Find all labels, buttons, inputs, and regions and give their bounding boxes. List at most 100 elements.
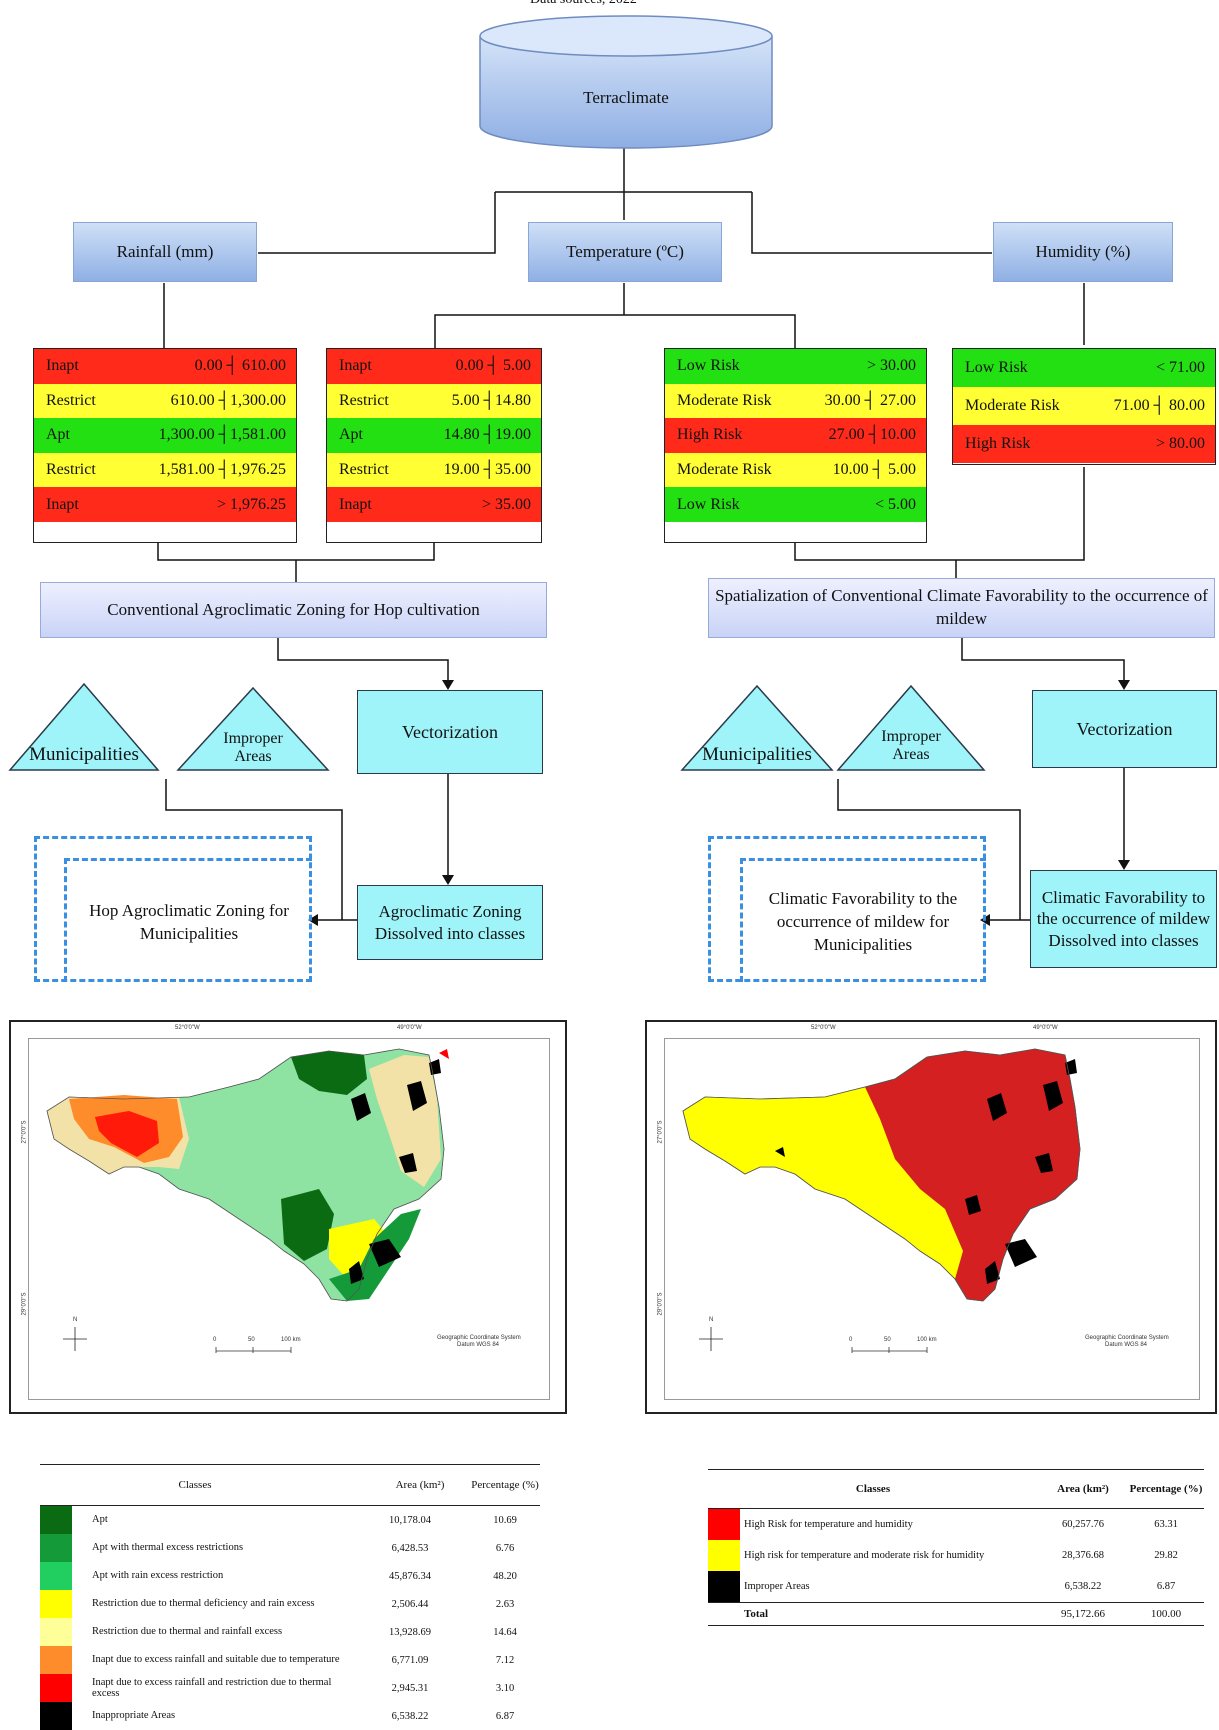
- right-map-crs1: Geographic Coordinate System: [1085, 1335, 1169, 1341]
- legend-pct: 6.87: [495, 1710, 515, 1722]
- class-row: Low Risk < 5.00: [665, 487, 926, 522]
- left-legend-h-classes: Classes: [178, 1479, 212, 1491]
- legend-swatch: [40, 1590, 72, 1618]
- class-label: Low Risk: [677, 357, 740, 375]
- class-range: 1,300.00 ┤1,581.00: [158, 426, 286, 444]
- legend-swatch: [40, 1702, 72, 1730]
- class-label: Inapt: [339, 495, 372, 513]
- legend-label: High risk for temperature and moderate r…: [744, 1549, 985, 1561]
- class-row: Inapt> 1,976.25: [34, 487, 296, 522]
- left-legend-h-pct: Percentage (%): [471, 1479, 539, 1491]
- left-map-frame: 52°0'0"W 49°0'0"W 27°0'0"S 29°0'0"S N 0 …: [9, 1020, 567, 1414]
- legend-row: Restriction due to thermal and rainfall …: [40, 1618, 540, 1646]
- legend-swatch: [40, 1562, 72, 1590]
- right-result-outer-dash: [708, 836, 986, 982]
- class-label: Restrict: [46, 391, 96, 409]
- legend-swatch: [40, 1674, 72, 1702]
- legend-area: 2,506.44: [391, 1598, 429, 1610]
- right-legend-total-area: 95,172.66: [1061, 1608, 1105, 1620]
- right-scale-50: 50: [884, 1337, 891, 1343]
- legend-pct: 3.10: [495, 1682, 515, 1694]
- legend-pct: 2.63: [495, 1598, 515, 1610]
- legend-pct: 10.69: [493, 1514, 517, 1526]
- legend-area: 28,376.68: [1062, 1550, 1104, 1561]
- right-improper-triangle: [836, 684, 986, 771]
- legend-row: Inapt due to excess rainfall and suitabl…: [40, 1646, 540, 1674]
- right-risk-map: [682, 1048, 1081, 1353]
- left-dissolved-box: Agroclimatic Zoning Dissolved into class…: [357, 885, 543, 960]
- class-range: > 30.00: [866, 357, 916, 375]
- left-municipalities-label: Municipalities: [29, 744, 139, 765]
- right-legend-total-label: Total: [744, 1608, 769, 1620]
- legend-label: Apt with rain excess restriction: [92, 1570, 224, 1582]
- right-map-north: N: [709, 1317, 714, 1323]
- right-legend-h-classes: Classes: [855, 1483, 891, 1495]
- right-improper-label: Improper Areas: [881, 728, 941, 763]
- class-range: 30.00 ┤ 27.00: [824, 391, 916, 409]
- legend-swatch: [40, 1646, 72, 1674]
- legend-label: Apt: [92, 1514, 108, 1526]
- legend-pct: 6.87: [1156, 1581, 1176, 1592]
- class-label: Low Risk: [677, 495, 740, 513]
- class-label: High Risk: [965, 435, 1031, 452]
- class-label: Restrict: [46, 461, 96, 479]
- right-legend-table: Classes Area (km²) Percentage (%) High R…: [708, 1469, 1204, 1626]
- legend-pct: 48.20: [493, 1570, 517, 1582]
- left-scale-0: 0: [213, 1337, 217, 1343]
- left-improper-label: Improper Areas: [223, 730, 283, 765]
- legend-area: 6,538.22: [1064, 1581, 1102, 1592]
- class-label: Inapt: [339, 357, 372, 375]
- class-range: 610.00 ┤1,300.00: [170, 391, 286, 409]
- legend-pct: 14.64: [493, 1626, 517, 1638]
- left-zoning-box: Conventional Agroclimatic Zoning for Hop…: [40, 582, 547, 638]
- right-scale-0: 0: [849, 1337, 853, 1343]
- source-label: Terraclimate: [583, 88, 669, 107]
- left-map-lat1: 27°0'0"S: [21, 1120, 28, 1144]
- class-label: Moderate Risk: [677, 461, 772, 479]
- top-caption: Data sources, 2022: [530, 0, 637, 8]
- left-scale-50: 50: [248, 1337, 255, 1343]
- database-cylinder: [479, 15, 773, 149]
- right-legend-h-area: Area (km²): [1057, 1483, 1109, 1495]
- left-result-inner-dash: [64, 858, 312, 982]
- class-row: Inapt> 35.00: [327, 487, 541, 522]
- class-range: 14.80 ┤19.00: [443, 426, 531, 444]
- legend-swatch: [708, 1509, 740, 1540]
- legend-swatch: [40, 1534, 72, 1562]
- class-range: > 1,976.25: [216, 495, 286, 513]
- class-row: Inapt 0.00 ┤ 5.00: [327, 349, 541, 384]
- class-range: > 80.00: [1155, 435, 1205, 452]
- left-map-lon1: 52°0'0"W: [175, 1025, 200, 1031]
- class-label: Restrict: [339, 391, 389, 409]
- legend-row: Inapt due to excess rainfall and restric…: [40, 1674, 540, 1702]
- legend-label: Restriction due to thermal deficiency an…: [92, 1598, 315, 1610]
- class-range: < 5.00: [874, 495, 916, 513]
- class-label: Low Risk: [965, 359, 1028, 376]
- class-range: 10.00 ┤ 5.00: [832, 461, 916, 479]
- right-result-inner-dash: [740, 858, 986, 982]
- legend-area: 6,428.53: [391, 1542, 429, 1554]
- right-legend-h-pct: Percentage (%): [1129, 1483, 1203, 1495]
- right-legend-total-pct: 100.00: [1150, 1608, 1182, 1620]
- class-row: Low Risk< 71.00: [953, 349, 1215, 387]
- left-scale-100: 100 km: [281, 1337, 301, 1343]
- class-range: 0.00 ┤ 5.00: [455, 357, 531, 375]
- class-label: Restrict: [339, 461, 389, 479]
- legend-swatch: [708, 1540, 740, 1571]
- right-vectorization-box: Vectorization: [1032, 690, 1217, 768]
- right-map-lon1: 52°0'0"W: [811, 1025, 836, 1031]
- legend-swatch: [40, 1618, 72, 1646]
- class-label: Apt: [339, 426, 363, 444]
- class-row: Moderate Risk 10.00 ┤ 5.00: [665, 452, 926, 488]
- legend-swatch: [40, 1506, 72, 1534]
- right-map-lon2: 49°0'0"W: [1033, 1025, 1058, 1031]
- rainfall-box: Rainfall (mm): [73, 222, 257, 282]
- left-result-outer-dash: [34, 836, 312, 982]
